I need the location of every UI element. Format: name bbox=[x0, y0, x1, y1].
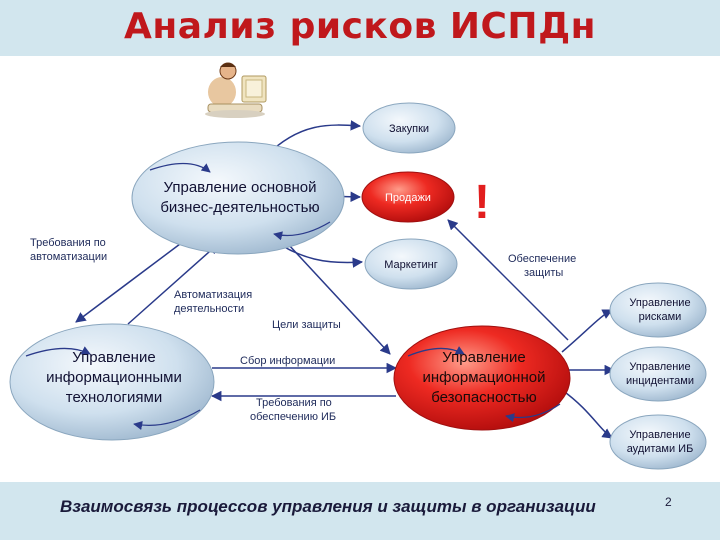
edge-protection-provision bbox=[447, 219, 569, 341]
label-protection-provision-line2: защиты bbox=[524, 267, 563, 279]
person-at-computer-icon bbox=[205, 62, 267, 118]
slide-caption: Взаимосвязь процессов управления и защит… bbox=[60, 497, 596, 516]
label-info-collection: Сбор информации bbox=[240, 355, 335, 367]
label-activity-automation-line1: Автоматизация bbox=[174, 289, 252, 301]
node-marketing-label: Маркетинг bbox=[384, 259, 437, 271]
connector-arrows bbox=[75, 120, 616, 439]
node-it-line2: информационными bbox=[46, 369, 182, 386]
label-ib-requirements-line2: обеспечению ИБ bbox=[250, 411, 336, 423]
edge-automation-requirements bbox=[75, 243, 181, 323]
node-security-line2: информационной bbox=[423, 369, 546, 386]
node-business-line2: бизнес-деятельностью bbox=[160, 199, 319, 216]
edge-security-to-audit bbox=[561, 389, 613, 439]
caption-band bbox=[0, 482, 720, 540]
node-business-line1: Управление основной bbox=[164, 179, 317, 196]
node-risk-line1: Управление bbox=[629, 297, 690, 309]
node-security-line1: Управление bbox=[442, 349, 525, 366]
label-ib-requirements-line1: Требования по bbox=[256, 397, 332, 409]
node-business: Управление основной бизнес-деятельностью bbox=[131, 141, 345, 255]
label-automation-requirements-line1: Требования по bbox=[30, 237, 106, 249]
edge-security-to-risk bbox=[561, 309, 613, 353]
node-audit-mgmt: Управление аудитами ИБ bbox=[609, 414, 707, 470]
process-diagram: Управление основной бизнес-деятельностью… bbox=[9, 62, 707, 470]
label-protection-goals: Цели защиты bbox=[272, 319, 341, 331]
node-risk-line2: рисками bbox=[639, 311, 682, 323]
node-incident-line1: Управление bbox=[629, 361, 690, 373]
node-sales-label: Продажи bbox=[385, 192, 431, 204]
node-purchases: Закупки bbox=[362, 102, 456, 154]
node-risk-mgmt: Управление рисками bbox=[609, 282, 707, 338]
node-marketing: Маркетинг bbox=[364, 238, 458, 290]
node-audit-line2: аудитами ИБ bbox=[627, 443, 694, 455]
label-automation-requirements-line2: автоматизации bbox=[30, 251, 107, 263]
label-protection-provision-line1: Обеспечение bbox=[508, 253, 576, 265]
edge-activity-automation bbox=[127, 243, 219, 325]
edge-protection-goals bbox=[287, 243, 391, 355]
node-incident-line2: инцидентами bbox=[626, 375, 694, 387]
node-it-line3: технологиями bbox=[66, 389, 162, 406]
node-it-line1: Управление bbox=[72, 349, 155, 366]
node-security: Управление информационной безопасностью bbox=[393, 325, 571, 431]
node-it: Управление информационными технологиями bbox=[9, 323, 215, 441]
node-sales: Продажи bbox=[361, 171, 455, 223]
label-activity-automation-line2: деятельности bbox=[174, 303, 244, 315]
slide-title: Анализ рисков ИСПДн bbox=[124, 6, 596, 47]
alert-exclamation-icon: ! bbox=[474, 176, 490, 229]
node-purchases-label: Закупки bbox=[389, 123, 429, 135]
node-security-line3: безопасностью bbox=[431, 389, 537, 406]
page-number: 2 bbox=[665, 495, 672, 509]
title-band bbox=[0, 0, 720, 56]
node-incident-mgmt: Управление инцидентами bbox=[609, 346, 707, 402]
node-audit-line1: Управление bbox=[629, 429, 690, 441]
